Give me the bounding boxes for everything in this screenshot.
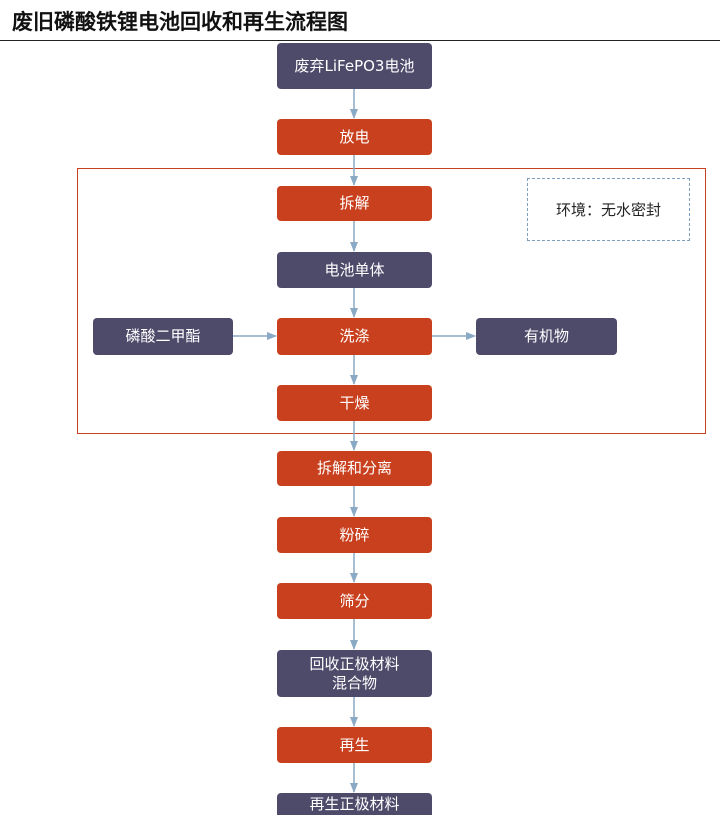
node-battery-cell: 电池单体 [277,252,432,288]
node-regenerated-cathode: 再生正极材料 [277,793,432,815]
node-washing: 洗涤 [277,318,432,355]
page-title: 废旧磷酸铁锂电池回收和再生流程图 [12,10,348,34]
node-drying: 干燥 [277,385,432,421]
node-disassemble: 拆解 [277,186,432,221]
title-divider [0,40,720,41]
environment-note: 环境：无水密封 [527,178,690,241]
node-spent-battery: 废弃LiFePO3电池 [277,43,432,89]
node-organics: 有机物 [476,318,617,355]
node-crushing: 粉碎 [277,517,432,553]
node-discharge: 放电 [277,119,432,155]
node-regeneration: 再生 [277,727,432,763]
anhydrous-sealed-region [77,168,706,434]
node-disassemble-separate: 拆解和分离 [277,451,432,486]
node-sieving: 筛分 [277,583,432,619]
node-cathode-mix: 回收正极材料 混合物 [277,650,432,697]
node-dmc: 磷酸二甲酯 [93,318,233,355]
